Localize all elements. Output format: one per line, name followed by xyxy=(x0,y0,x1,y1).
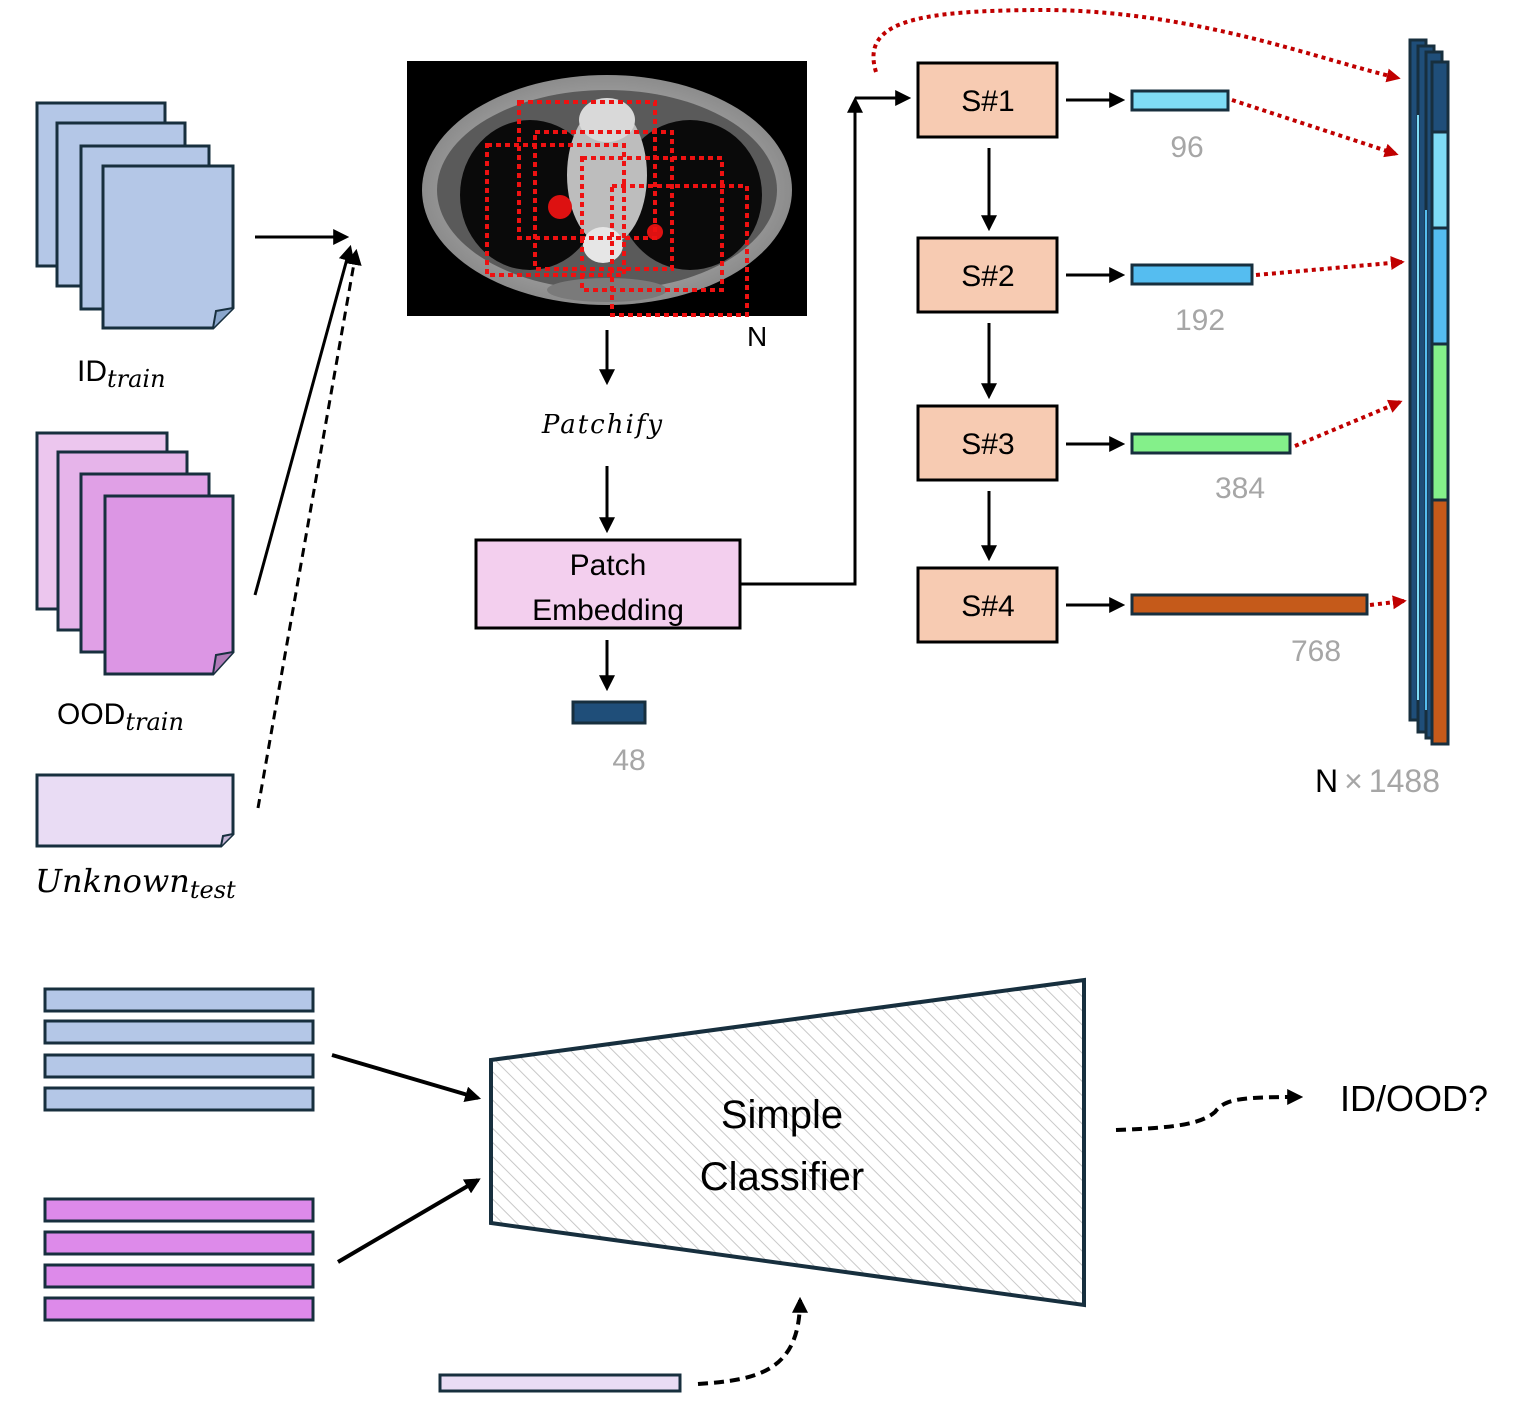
classifier-output-arrow xyxy=(1115,1089,1304,1132)
patch-embedding-line2: Embedding xyxy=(532,594,684,627)
unknown-test-arrow xyxy=(256,248,362,809)
svg-text:S#4: S#4 xyxy=(961,590,1014,623)
ood-feature-bars xyxy=(43,1197,315,1322)
feature-stack xyxy=(1408,38,1450,746)
id-feature-bars xyxy=(43,987,315,1112)
output-label: ID/OOD? xyxy=(1340,1078,1488,1119)
ood-features-to-classifier-arrow xyxy=(336,1178,481,1264)
stage-4: S#4 xyxy=(916,566,1059,644)
patch-boxes xyxy=(485,100,749,317)
patch-embedding-line1: Patch xyxy=(570,549,647,582)
unknown-feature-bar xyxy=(438,1373,682,1393)
stage4-dim-label: 768 xyxy=(1291,635,1341,668)
stage-2: S#2 xyxy=(916,236,1059,314)
embedding-dim-label: 48 xyxy=(612,744,645,777)
svg-text:S#3: S#3 xyxy=(961,428,1014,461)
embedding-to-stage-connector xyxy=(740,96,863,586)
stage-3: S#3 xyxy=(916,404,1059,482)
ood-train-arrow xyxy=(253,244,355,596)
stage1-dim-label: 96 xyxy=(1170,131,1203,164)
simple-classifier xyxy=(489,977,1086,1308)
patchify-label: Patchify xyxy=(541,410,664,440)
red-feature-arrows xyxy=(871,7,1407,610)
unknown-test-label: Unknowntest xyxy=(35,862,236,904)
stage2-feature-bar xyxy=(1130,263,1254,286)
unknown-test-document xyxy=(35,773,235,848)
stage1-feature-bar xyxy=(1130,89,1230,112)
id-train-label: IDtrain xyxy=(77,355,166,393)
stage3-feature-bar xyxy=(1130,432,1292,455)
unknown-feature-to-classifier-arrow xyxy=(697,1296,808,1386)
ood-train-document-stack xyxy=(35,431,235,676)
id-features-to-classifier-arrow xyxy=(331,1053,482,1103)
stack-size-label: N×1488 xyxy=(1315,763,1440,799)
id-train-document-stack xyxy=(35,101,235,330)
embedding-feature-bar xyxy=(571,700,647,725)
svg-text:S#2: S#2 xyxy=(961,260,1014,293)
svg-text:S#1: S#1 xyxy=(961,85,1014,118)
stage3-dim-label: 384 xyxy=(1215,472,1265,505)
classifier-label-line2: Classifier xyxy=(700,1155,864,1199)
stage2-dim-label: 192 xyxy=(1175,304,1225,337)
ct-count-label: N xyxy=(747,321,767,352)
ood-train-label: OODtrain xyxy=(57,698,184,736)
stage4-feature-bar xyxy=(1130,593,1369,616)
classifier-label-line1: Simple xyxy=(721,1093,843,1137)
stage-1: S#1 xyxy=(916,61,1059,139)
